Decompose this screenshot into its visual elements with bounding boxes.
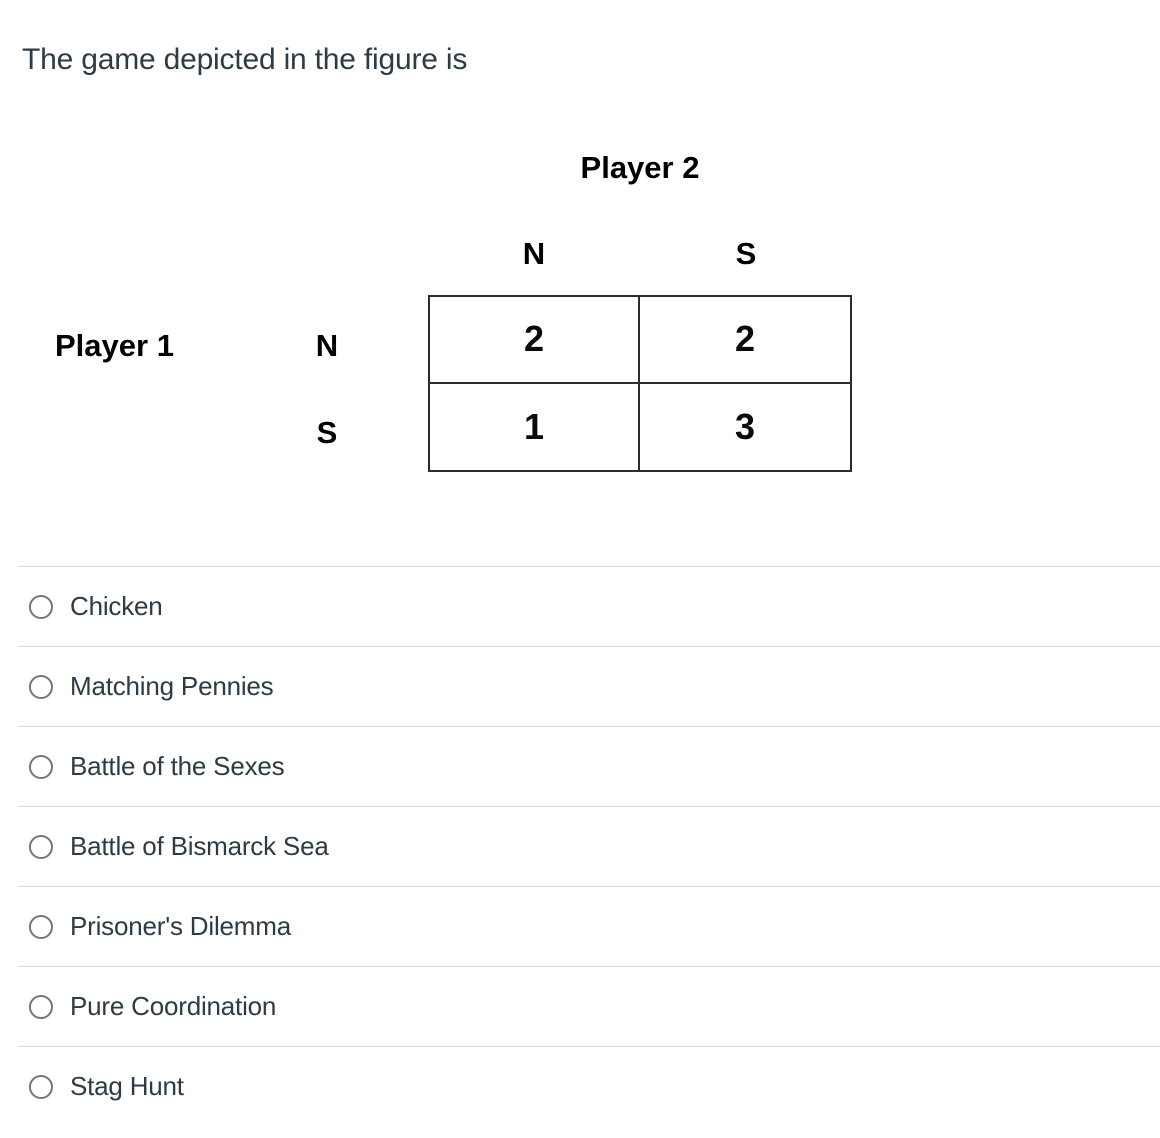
radio-button[interactable] [29,1074,53,1099]
answer-option-stag-hunt[interactable]: Stag Hunt [18,1046,1160,1126]
answer-option-label: Battle of Bismarck Sea [70,831,329,861]
answer-option-battle-of-the-sexes[interactable]: Battle of the Sexes [18,726,1160,806]
row-label-n: N [315,328,339,363]
radio-button[interactable] [29,834,53,859]
answer-option-label: Battle of the Sexes [70,751,285,781]
answer-option-label: Prisoner's Dilemma [70,911,291,941]
payoff-cell-nn: 2 [430,297,640,384]
answer-option-label: Stag Hunt [70,1071,184,1101]
answer-option-label: Pure Coordination [70,991,277,1021]
answer-option-matching-pennies[interactable]: Matching Pennies [18,646,1160,726]
answer-option-pure-coordination[interactable]: Pure Coordination [18,966,1160,1046]
row-label-s: S [316,415,338,450]
radio-button[interactable] [29,594,53,619]
answer-option-label: Chicken [70,591,163,621]
payoff-matrix-figure: Player 2 Player 1 N S N S 2 2 1 3 [0,0,1160,540]
payoff-cell-ss: 3 [734,405,756,447]
payoff-table: 2 2 1 3 [428,295,852,472]
player1-label: Player 1 [55,328,174,363]
radio-button[interactable] [29,994,53,1019]
answer-options-list: Chicken Matching Pennies Battle of the S… [0,566,1160,1126]
column-label-n: N [522,236,546,271]
payoff-cell-sn: 1 [430,383,640,470]
column-label-s: S [735,236,757,271]
question-title: The game depicted in the figure is [22,43,468,76]
player2-label: Player 2 [580,150,700,185]
radio-button[interactable] [29,914,53,939]
answer-option-chicken[interactable]: Chicken [18,566,1160,646]
answer-option-prisoners-dilemma[interactable]: Prisoner's Dilemma [18,886,1160,966]
answer-option-battle-of-bismarck-sea[interactable]: Battle of Bismarck Sea [18,806,1160,886]
radio-button[interactable] [29,754,53,779]
radio-button[interactable] [29,674,53,699]
payoff-cell-ns: 2 [640,297,850,384]
answer-option-label: Matching Pennies [70,671,274,701]
